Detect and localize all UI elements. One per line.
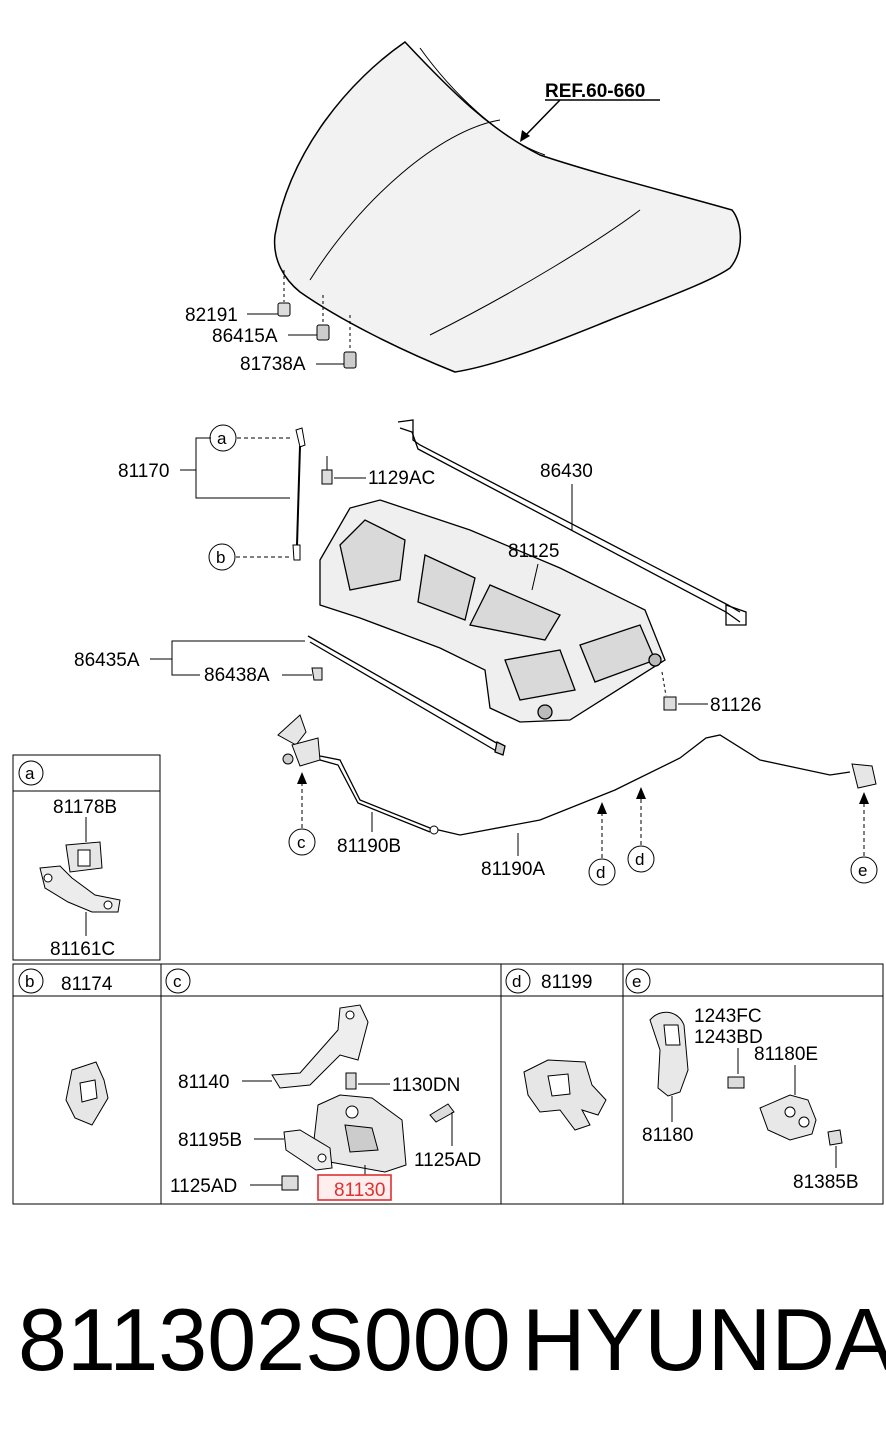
bracket-81161C-icon: [39, 865, 121, 913]
leader-81125: [531, 563, 539, 591]
detail-e-tag: e: [632, 972, 641, 991]
callout-a: a: [217, 429, 227, 448]
bracket-81170: [195, 437, 290, 499]
bolt-1130DN-icon: [345, 1072, 357, 1090]
brand-name: HYUNDAI: [522, 1290, 886, 1389]
stay-rod-icon: [292, 427, 306, 561]
label-1130DN: 1130DN: [392, 1075, 460, 1096]
ref-label: REF.60-660: [545, 81, 645, 102]
release-cable-icon: [319, 734, 851, 836]
label-82191: 82191: [185, 305, 238, 326]
label-86435A: 86435A: [74, 650, 140, 671]
detail-e-tag-circle: [625, 968, 651, 994]
hood-crease-2: [429, 209, 641, 336]
bolt-1129AC-icon: [321, 456, 333, 485]
label-81385B: 81385B: [793, 1172, 859, 1193]
hood-crease-1: [309, 119, 501, 281]
label-81180: 81180: [642, 1125, 693, 1146]
detail-d-tag: d: [512, 972, 521, 991]
label-81190A: 81190A: [481, 859, 545, 880]
label-1129AC: 1129AC: [368, 468, 435, 489]
label-81180E: 81180E: [754, 1044, 818, 1065]
label-86438A: 86438A: [204, 665, 270, 686]
label-81178B: 81178B: [53, 797, 117, 818]
label-81130: 81130: [334, 1180, 385, 1201]
callout-b-circle: [208, 543, 236, 571]
callout-d2-circle: [627, 845, 655, 873]
callout-e-arrow: [859, 792, 869, 804]
label-86415A: 86415A: [212, 326, 278, 347]
bolt-1125AD-right-icon: [429, 1103, 455, 1123]
bolt-1125AD-left-icon: [281, 1175, 299, 1191]
ref-arrow: [520, 130, 530, 142]
label-81161C: 81161C: [50, 939, 115, 960]
callout-c: c: [297, 833, 306, 852]
hood-crease-3: [419, 47, 546, 156]
parts-diagram: REF.60-660 82191 86415A 81738A a b 81170…: [12, 41, 884, 1205]
label-81140: 81140: [178, 1072, 229, 1093]
grommet-81178B-icon: [65, 841, 103, 873]
callout-b: b: [216, 548, 225, 567]
detail-row: [12, 963, 884, 1205]
insulator-81125-icon: [319, 499, 666, 723]
label-81174: 81174: [61, 974, 113, 995]
callout-d2: d: [635, 850, 644, 869]
label-81125: 81125: [508, 541, 559, 562]
bumper-86415A-icon: [316, 324, 330, 341]
callout-d1: d: [596, 863, 605, 882]
callout-e-circle: [850, 856, 878, 884]
release-handle-81180-icon: [649, 1011, 689, 1097]
screw-1243-icon: [727, 1076, 745, 1089]
hood-panel: [273, 41, 742, 373]
callout-c-arrow: [297, 772, 307, 784]
callout-d2-arrow: [636, 787, 646, 799]
clip-81126-icon: [663, 696, 677, 711]
callout-c-circle: [288, 828, 316, 856]
label-1125AD-left: 1125AD: [170, 1176, 237, 1197]
detail-box-a: a 81178B 81161C: [12, 754, 161, 961]
bumper-82191-icon: [277, 302, 291, 317]
callout-e: e: [858, 861, 867, 880]
detail-a-tag: a: [25, 764, 35, 783]
clip-81126-dash: [661, 671, 667, 697]
label-81170: 81170: [118, 461, 169, 482]
handle-bracket-81180E-icon: [759, 1094, 817, 1141]
nut-81385B-icon: [827, 1129, 843, 1146]
label-81190B: 81190B: [337, 836, 401, 857]
release-handle-end-icon: [851, 763, 877, 789]
latch-assembly-81130-icon: [313, 1094, 407, 1173]
clip-81199-icon: [523, 1059, 607, 1131]
weatherstrip-86430-icon: [397, 419, 747, 626]
bumper-81738A-icon: [343, 351, 357, 369]
label-86430: 86430: [540, 461, 593, 482]
label-81195B: 81195B: [178, 1130, 242, 1151]
callout-d1-circle: [588, 858, 616, 886]
detail-b-tag-circle: [18, 968, 44, 994]
label-1243BD: 1243BD: [694, 1027, 763, 1048]
highlight-81130: [317, 1174, 392, 1201]
latch-bracket-81140-icon: [271, 1004, 369, 1089]
bracket-86435A: [150, 640, 305, 660]
label-1243FC: 1243FC: [694, 1006, 762, 1027]
label-81126: 81126: [710, 695, 761, 716]
cable-joint-icon: [429, 825, 439, 835]
detail-b-tag: b: [25, 972, 34, 991]
detail-d-tag-circle: [505, 968, 531, 994]
bracket-81195B-icon: [283, 1129, 333, 1171]
callout-d1-arrow: [597, 802, 607, 814]
detail-c-tag: c: [173, 972, 182, 991]
ref-leader: [522, 99, 561, 139]
clip-81174-icon: [65, 1061, 109, 1126]
hood-latch-icon: [277, 714, 321, 767]
clip-86438A-icon: [311, 667, 323, 681]
seal-strip-86435A-icon: [307, 635, 506, 756]
detail-c-tag-circle: [165, 968, 191, 994]
footer: 811302S000 HYUNDAI: [0, 1290, 886, 1400]
bracket-86438A: [171, 659, 200, 676]
part-number: 811302S000: [18, 1290, 511, 1389]
label-81199: 81199: [541, 972, 592, 993]
label-1125AD-right: 1125AD: [414, 1150, 481, 1171]
label-81738A: 81738A: [240, 354, 306, 375]
